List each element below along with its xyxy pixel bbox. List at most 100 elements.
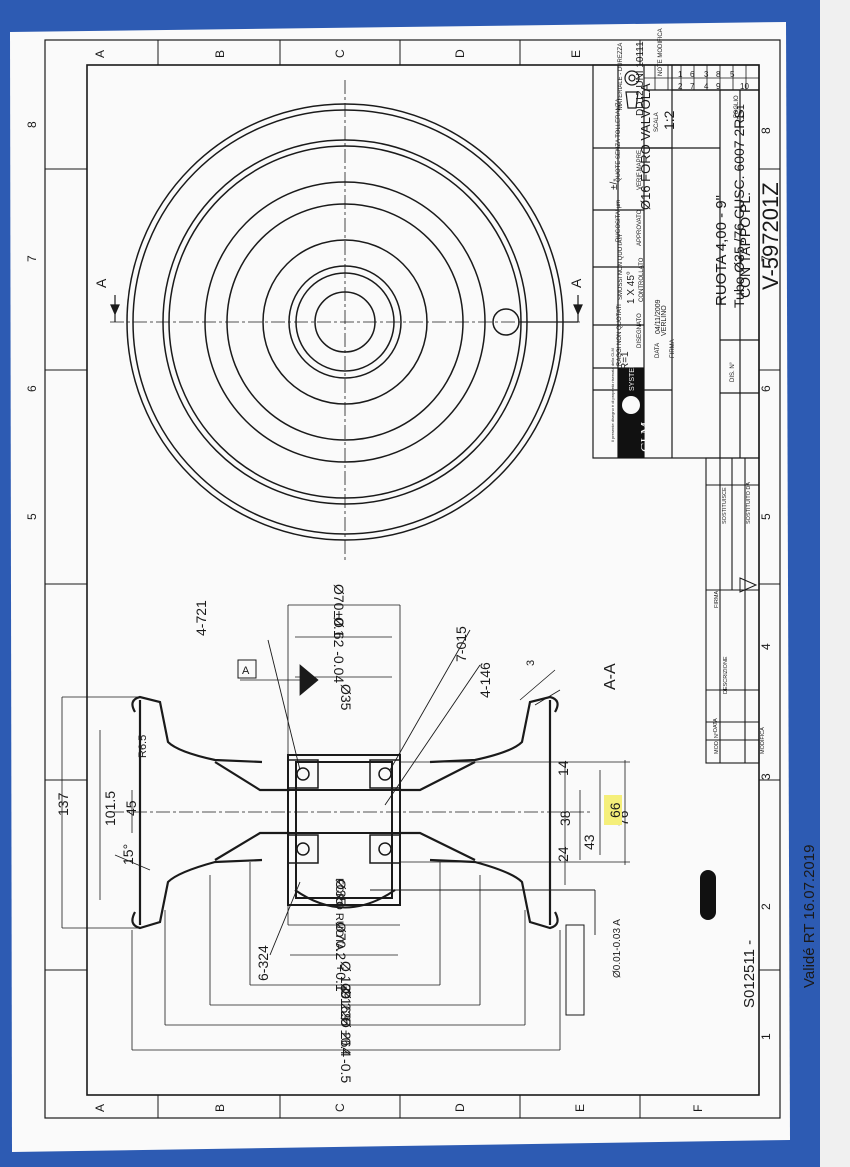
center-lines <box>110 80 580 560</box>
dim-38: 38 <box>557 810 573 826</box>
row-label-e: E <box>569 50 583 58</box>
approvato-label: APPROVATO <box>637 209 643 246</box>
dim-15deg: 15° <box>120 844 136 865</box>
datum-box <box>237 659 257 679</box>
left-dimension-lines <box>61 696 151 929</box>
revision-block: SOSTITUISCE SOSTITUITO DA FIRMA DESCRIZI… <box>705 457 766 764</box>
modifica-label: MODIFICA <box>760 727 766 754</box>
dim-d62: Ø 62 -0.04 <box>331 617 347 683</box>
part-description: RUOTA 4,00 - 9" Tubo Ø35 /76 CUSC. 6007 … <box>713 104 783 308</box>
ref-4-721: 4-721 <box>193 600 209 636</box>
sostituisce-label: SOSTITUISCE <box>722 487 728 524</box>
col-label-2: 2 <box>759 903 773 910</box>
date-value: 04/11/2009 <box>655 299 662 334</box>
dim-d35-bot: Ø35 <box>333 879 349 906</box>
mod-num-4: 4 <box>704 82 709 91</box>
col-label-3: 3 <box>759 773 773 780</box>
bottom-dimension-lines <box>131 862 561 1051</box>
valve-hole-label: Ø16 FORO VALVOLA <box>638 83 653 210</box>
desc-line-3: CON TAPPO PL. <box>737 192 753 298</box>
dim-45: 45 <box>123 800 139 816</box>
logo-system: SYSTEM <box>629 362 636 391</box>
stamp-line-2: Validé RT 16.07.2019 <box>801 845 818 988</box>
rim-profile <box>131 695 559 930</box>
ref-6-324: 6-324 <box>255 945 271 981</box>
logo-clm: CLM <box>639 421 654 452</box>
col-label-6: 6 <box>25 385 39 392</box>
tolerance-frame <box>565 924 585 1016</box>
ref-7-015: 7-015 <box>453 626 469 662</box>
right-dimension-lines <box>400 669 630 885</box>
row-label-b: B <box>213 50 227 58</box>
foglio-label: FOGLIO <box>734 95 740 118</box>
col-label-5b: 5 <box>759 513 773 520</box>
dim-d264: Ø 264 -0.5 <box>338 1017 354 1083</box>
paper-sheet <box>10 22 790 1152</box>
sostituito-da-label: SOSTITUITO DA <box>746 482 752 524</box>
plastic-plug <box>294 889 396 909</box>
revision-triangle <box>739 577 758 593</box>
mod-num-9: 9 <box>716 82 721 91</box>
firma-rev-label: FIRMA <box>714 591 720 608</box>
dim-d169: Ø 169 <box>338 983 354 1021</box>
scala-value: 1:2 <box>661 110 677 130</box>
title-block: SYSTEM CLM MATERIALE - DUREZZA QUOTE SEN… <box>592 28 783 459</box>
datum-label: A <box>242 665 250 677</box>
firma-label: FIRMA <box>670 339 676 358</box>
row-label-d-bot: D <box>453 1103 467 1112</box>
dim-43: 43 <box>581 834 597 850</box>
raggi-header: RAGGI NON QUOTATI <box>617 304 623 366</box>
hub-tube <box>287 754 401 906</box>
desc-line-1: RUOTA 4,00 - 9" <box>713 195 730 306</box>
top-dimension-lines <box>240 604 401 755</box>
foro-ruota: FORO RUOTA <box>333 878 345 951</box>
mod-num-1: 1 <box>678 70 683 79</box>
col-label-1: 1 <box>759 1033 773 1040</box>
revision-numbers: 1 2 3 4 5 6 7 8 9 10 <box>678 70 749 91</box>
scanner-margin <box>820 0 850 1167</box>
mod-num-7: 7 <box>690 82 695 91</box>
title-block-frame <box>592 64 760 459</box>
mod-num-2: 2 <box>678 82 683 91</box>
projection-symbol <box>624 70 640 109</box>
row-label-a: A <box>93 50 107 58</box>
col-label-8b: 8 <box>759 127 773 134</box>
mod-n-label: MOD. N° <box>714 732 720 754</box>
section-title: A-A <box>602 663 619 690</box>
section-arrows <box>110 295 583 323</box>
data-rev-label: DATA <box>713 718 719 732</box>
leader-lines <box>267 629 596 956</box>
dim-137: 137 <box>55 792 71 816</box>
col-label-8: 8 <box>25 121 39 128</box>
dis-label: DIS. N° <box>730 361 736 382</box>
foglio-value: 1-1 <box>735 104 747 120</box>
col-label-7b: 7 <box>759 255 773 262</box>
highlight-66 <box>604 795 622 825</box>
row-label-b-bot: B <box>213 1104 227 1112</box>
dim-d225: Ø 225 ±0.4 <box>338 988 354 1057</box>
dim-d70: Ø70±0.1 <box>331 584 347 638</box>
row-label-f-bot: F <box>691 1105 705 1112</box>
row-label-c: C <box>333 49 347 58</box>
verif-label: VERIF.MAPRE <box>637 150 643 190</box>
controllato-label: CONTROLLATO <box>639 257 645 302</box>
raggi-value: R=1 <box>620 351 631 370</box>
redaction-mark <box>700 870 716 920</box>
stamp-line-1: S012511 - <box>741 940 758 1008</box>
row-label-e-bot: E <box>573 1104 587 1112</box>
scala-header: SCALA <box>654 112 660 132</box>
ref-4-146: 4-146 <box>477 662 493 698</box>
row-label-a-bot: A <box>93 1104 107 1112</box>
smussi-header: SMUSSI NON QUOTATI <box>618 234 624 300</box>
dim-24: 24 <box>555 846 571 862</box>
dim-14: 14 <box>555 760 571 776</box>
firma-value: VERLINO <box>661 305 668 336</box>
tol-header: QUOTE SENZA TOLLERANZA <box>616 99 622 182</box>
row-label-d: D <box>453 49 467 58</box>
front-view: A A Ø16 FORO VALVOLA <box>93 80 653 560</box>
col-label-4: 4 <box>759 643 773 650</box>
descrizione-label: DESCRIZIONE <box>723 656 729 694</box>
section-mark-right: A <box>568 278 584 288</box>
